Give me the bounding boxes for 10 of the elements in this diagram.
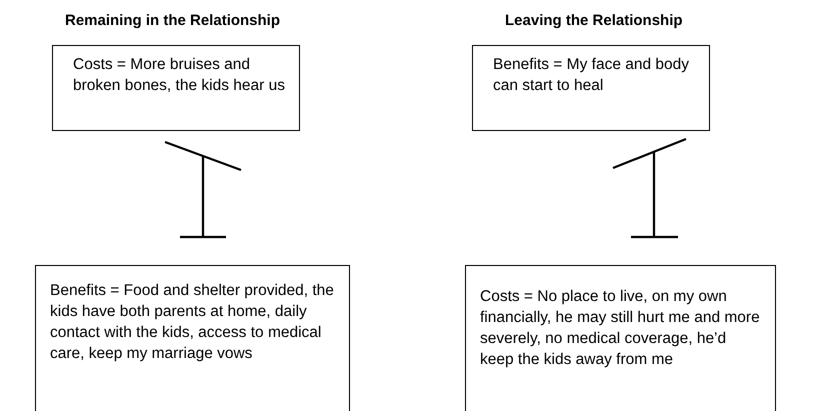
column-heading: Remaining in the Relationship — [65, 12, 280, 29]
text-box — [472, 45, 710, 131]
box-text: Benefits = My face and body can start to heal — [493, 55, 690, 96]
box-text: Costs = More bruises and broken bones, the kids hear us — [73, 55, 285, 96]
box-text: Benefits = Food and shelter provided, the kids have both parents at home, daily contact with the kids, access to medical care, keep my marriage vows — [50, 281, 335, 364]
box-text: Costs = No place to live, on my own financially, he may still hurt me and more severely, no medical coverage, he’d keep the kids away from me — [480, 287, 761, 370]
text-box — [465, 265, 776, 411]
text-box — [35, 265, 350, 411]
text-box — [52, 45, 300, 131]
column-heading: Leaving the Relationship — [505, 12, 683, 29]
